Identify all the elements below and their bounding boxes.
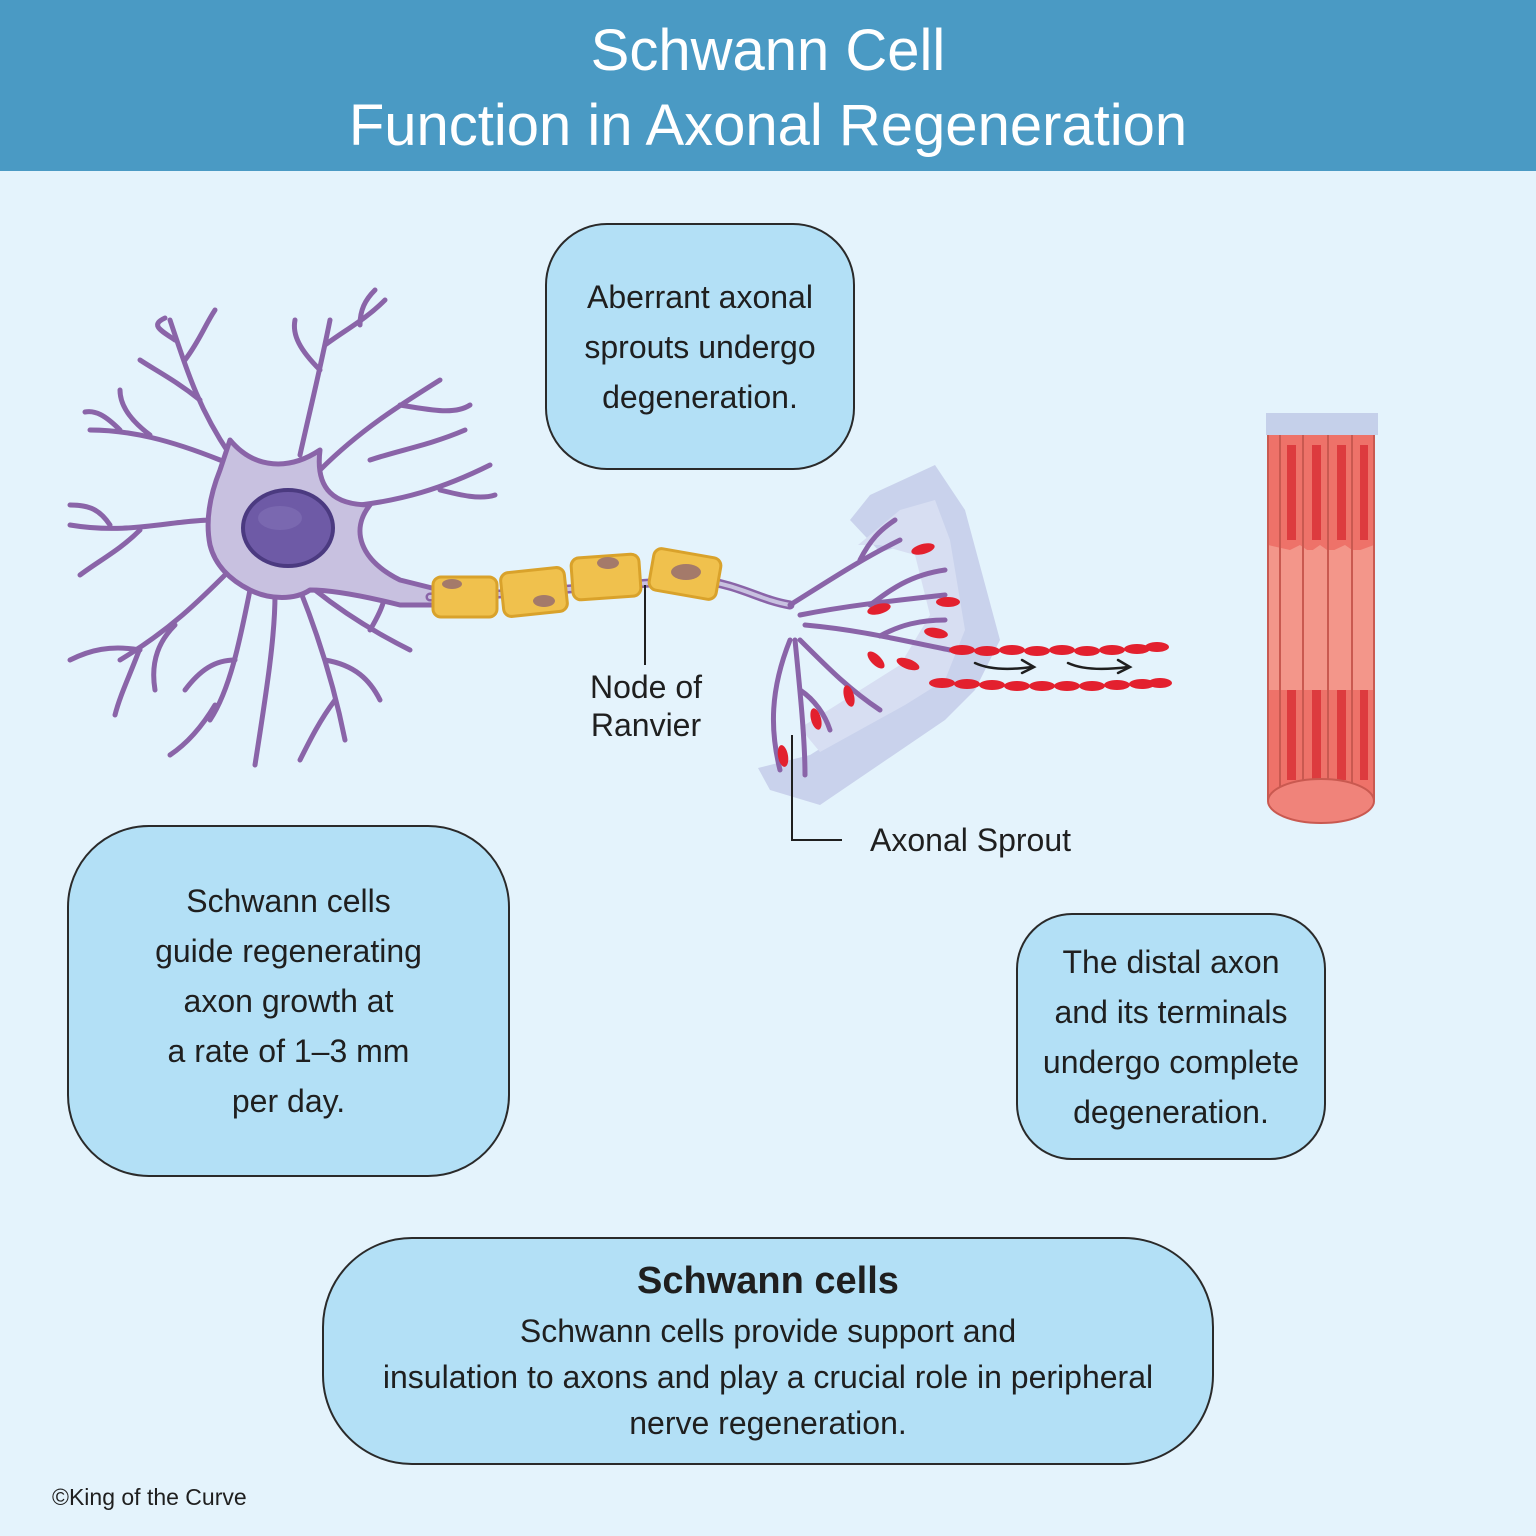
node-of-ranvier-label: Node of Ranvier xyxy=(589,669,703,743)
aberrant-sprouts-text: Aberrant axonal sprouts undergo degenera… xyxy=(584,278,816,415)
dendrites xyxy=(67,287,498,768)
guide-regeneration-box: Schwann cells guide regenerating axon gr… xyxy=(67,825,510,1177)
direction-arrows xyxy=(973,658,1133,675)
page-title: Schwann Cell xyxy=(590,18,946,83)
muscle-fiber-icon xyxy=(1266,413,1378,824)
page-subtitle: Function in Axonal Regeneration xyxy=(348,93,1188,158)
distal-axon-debris xyxy=(929,642,1172,691)
aberrant-sprouts-box: Aberrant axonal sprouts undergo degenera… xyxy=(545,223,855,470)
guide-regeneration-text: Schwann cells guide regenerating axon gr… xyxy=(155,883,422,1119)
copyright-notice: ©King of the Curve xyxy=(52,1484,247,1510)
summary-title: Schwann cells xyxy=(637,1260,899,1302)
header-banner: Schwann Cell Function in Axonal Regenera… xyxy=(0,0,1536,171)
axonal-sprouts xyxy=(770,517,953,778)
distal-degeneration-text: The distal axon and its terminals underg… xyxy=(1042,943,1300,1130)
distal-degeneration-box: The distal axon and its terminals underg… xyxy=(1016,913,1326,1160)
degenerating-fragments xyxy=(777,543,960,767)
sprout-leader-line xyxy=(791,735,842,841)
schwann-tube-inner xyxy=(800,500,965,752)
summary-text: Schwann cells provide support and insula… xyxy=(382,1313,1154,1441)
summary-box: Schwann cells Schwann cells provide supp… xyxy=(322,1237,1214,1465)
axonal-sprout-label: Axonal Sprout xyxy=(870,822,1072,858)
myelin-sheath xyxy=(431,547,723,619)
